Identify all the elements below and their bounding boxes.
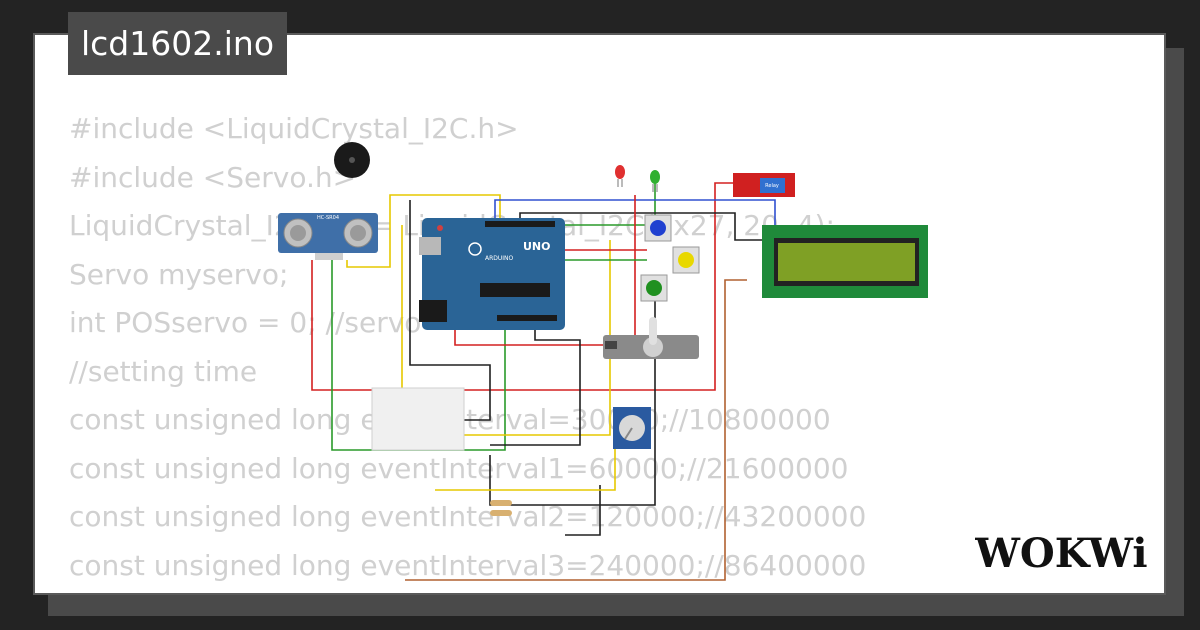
code-line: int POSservo = 0; //servo [69, 306, 422, 339]
yellow-pushbutton[interactable] [672, 246, 700, 274]
buzzer[interactable] [334, 142, 370, 178]
code-line: #include <LiquidCrystal_I2C.h> [69, 112, 519, 145]
wire-green [554, 259, 647, 330]
sensor-label: HC-SR04 [317, 215, 339, 221]
wire-black [489, 285, 656, 506]
code-line: //setting time [69, 354, 258, 388]
code-line: Servo myservo; [69, 257, 289, 291]
arduino-uno[interactable]: UNO ARDUINO [419, 218, 565, 330]
code-line: #include <Servo.h> [69, 160, 357, 194]
wokwi-logo: WOKWi [975, 530, 1148, 577]
wire-black [490, 325, 581, 446]
wire-brown [405, 279, 747, 581]
green-pushbutton[interactable] [640, 274, 668, 302]
wokwi-logo-text: WOKWi [975, 530, 1148, 577]
breadboard [371, 387, 465, 451]
relay-label: Relay [765, 183, 779, 189]
wire-red [311, 182, 733, 391]
circuit-diagram: HC-SR04 UNO ARDUINO [278, 142, 928, 581]
wires [311, 175, 776, 581]
project-title: lcd1602.ino [68, 12, 288, 75]
code-line: const unsigned long eventInterval3=24000… [69, 548, 867, 582]
project-card[interactable]: #include <LiquidCrystal_I2C.h> #include <… [33, 33, 1166, 595]
red-led[interactable] [615, 165, 625, 187]
green-led[interactable] [650, 170, 660, 192]
servo-motor[interactable] [603, 317, 699, 359]
code-line: const unsigned long eventInterval2=12000… [69, 500, 867, 533]
code-line: const unsigned long eventInterval1=60000… [69, 451, 849, 485]
arduino-label: UNO [523, 240, 551, 253]
blue-pushbutton[interactable] [644, 214, 672, 242]
wire-black [565, 485, 601, 536]
ultrasonic-sensor[interactable]: HC-SR04 [278, 213, 378, 260]
arduino-brand: ARDUINO [485, 255, 514, 262]
potentiometer[interactable] [613, 407, 651, 449]
code-preview: #include <LiquidCrystal_I2C.h> #include <… [69, 105, 866, 590]
relay-module[interactable]: Relay [733, 173, 795, 197]
lcd-display[interactable] [762, 225, 928, 298]
resistors [490, 500, 512, 516]
